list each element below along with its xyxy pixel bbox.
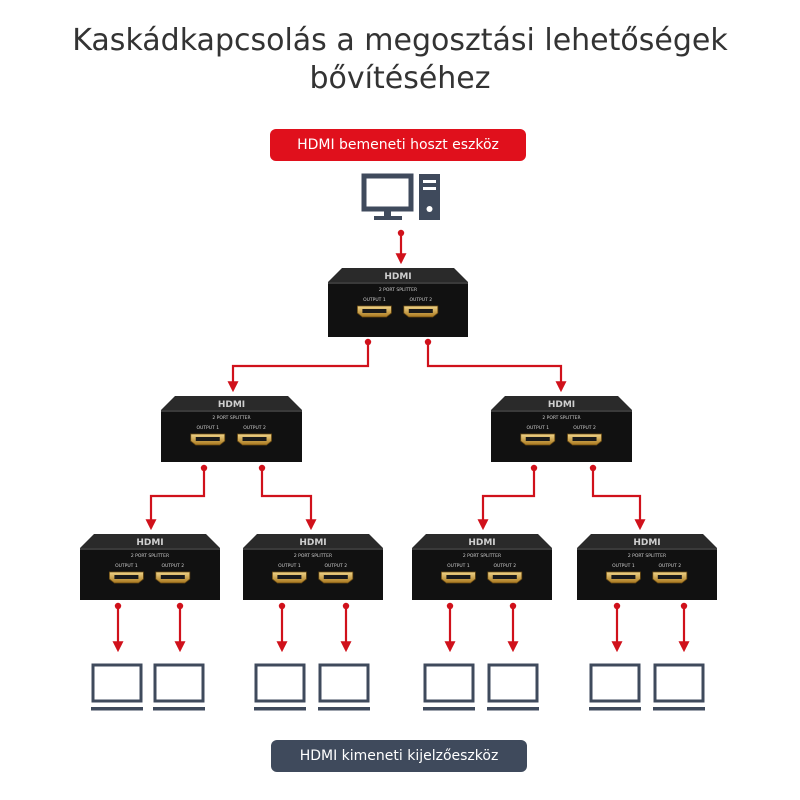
splitter-subtitle: 2 PORT SPLITTER bbox=[379, 287, 417, 293]
splitter-brand: HDMI bbox=[218, 400, 245, 410]
port-label-2: OUTPUT 2 bbox=[243, 425, 266, 431]
hdmi-splitter: HDMI 2 PORT SPLITTER OUTPUT 1 OUTPUT 2 bbox=[328, 268, 468, 337]
monitor-icon bbox=[653, 663, 705, 711]
hdmi-splitter: HDMI 2 PORT SPLITTER OUTPUT 1 OUTPUT 2 bbox=[577, 534, 717, 600]
connection-lines bbox=[112, 229, 690, 653]
display-monitors bbox=[91, 663, 705, 711]
splitter-subtitle: 2 PORT SPLITTER bbox=[212, 415, 250, 421]
port-label-1: OUTPUT 1 bbox=[115, 563, 138, 569]
branch-arrow bbox=[591, 468, 646, 531]
monitor-icon bbox=[254, 663, 306, 711]
port-label-2: OUTPUT 2 bbox=[573, 425, 596, 431]
port-label-1: OUTPUT 1 bbox=[447, 563, 470, 569]
branch-arrow bbox=[260, 468, 317, 531]
hdmi-splitter: HDMI 2 PORT SPLITTER OUTPUT 1 OUTPUT 2 bbox=[80, 534, 220, 600]
computer-icon bbox=[361, 173, 440, 220]
hdmi-splitter: HDMI 2 PORT SPLITTER OUTPUT 1 OUTPUT 2 bbox=[161, 396, 302, 462]
port-label-2: OUTPUT 2 bbox=[324, 563, 347, 569]
port-label-1: OUTPUT 1 bbox=[612, 563, 635, 569]
branch-arrow bbox=[477, 468, 536, 531]
monitor-icon bbox=[589, 663, 641, 711]
port-label-2: OUTPUT 2 bbox=[161, 563, 184, 569]
monitor-icon bbox=[487, 663, 539, 711]
splitter-subtitle: 2 PORT SPLITTER bbox=[628, 553, 666, 559]
splitter-brand: HDMI bbox=[384, 272, 411, 282]
port-label-2: OUTPUT 2 bbox=[493, 563, 516, 569]
monitor-icon bbox=[423, 663, 475, 711]
branch-arrow bbox=[227, 342, 370, 393]
splitter-brand: HDMI bbox=[633, 538, 660, 548]
branch-arrow bbox=[145, 468, 206, 531]
splitter-brand: HDMI bbox=[299, 538, 326, 548]
port-label-1: OUTPUT 1 bbox=[526, 425, 549, 431]
hdmi-splitter: HDMI 2 PORT SPLITTER OUTPUT 1 OUTPUT 2 bbox=[243, 534, 383, 600]
port-label-2: OUTPUT 2 bbox=[409, 297, 432, 303]
splitter-subtitle: 2 PORT SPLITTER bbox=[542, 415, 580, 421]
port-label-1: OUTPUT 1 bbox=[363, 297, 386, 303]
output-device-label: HDMI kimeneti kijelzőeszköz bbox=[271, 740, 527, 772]
hdmi-splitter: HDMI 2 PORT SPLITTER OUTPUT 1 OUTPUT 2 bbox=[412, 534, 552, 600]
splitter-brand: HDMI bbox=[136, 538, 163, 548]
splitter-subtitle: 2 PORT SPLITTER bbox=[294, 553, 332, 559]
monitor-icon bbox=[153, 663, 205, 711]
monitor-icon bbox=[318, 663, 370, 711]
splitter-subtitle: 2 PORT SPLITTER bbox=[463, 553, 501, 559]
port-label-1: OUTPUT 1 bbox=[196, 425, 219, 431]
page-title: Kaskádkapcsolás a megosztási lehetőségek… bbox=[72, 23, 728, 96]
splitter-brand: HDMI bbox=[468, 538, 495, 548]
splitter-brand: HDMI bbox=[548, 400, 575, 410]
splitter-subtitle: 2 PORT SPLITTER bbox=[131, 553, 169, 559]
input-device-label: HDMI bemeneti hoszt eszköz bbox=[270, 129, 526, 161]
monitor-icon bbox=[91, 663, 143, 711]
splitter-devices: HDMI 2 PORT SPLITTER OUTPUT 1 OUTPUT 2 HDMI 2… bbox=[80, 268, 717, 600]
port-label-2: OUTPUT 2 bbox=[658, 563, 681, 569]
port-label-1: OUTPUT 1 bbox=[278, 563, 301, 569]
hdmi-splitter: HDMI 2 PORT SPLITTER OUTPUT 1 OUTPUT 2 bbox=[491, 396, 632, 462]
branch-arrow bbox=[426, 342, 567, 393]
